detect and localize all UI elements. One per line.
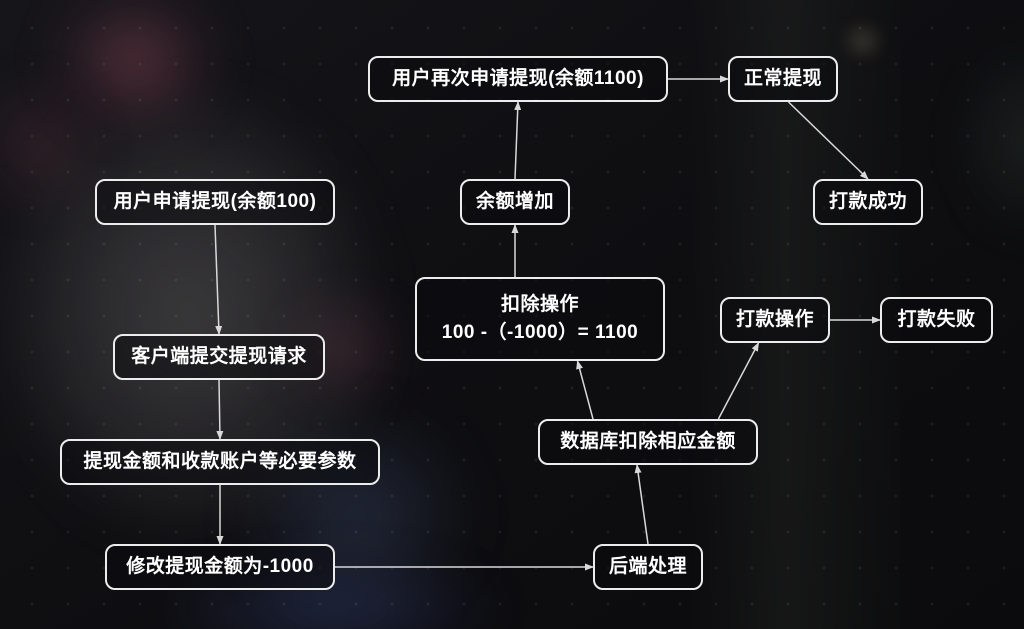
flow-node-payment-success: 打款成功 [813,179,923,225]
flow-node-params: 提现金额和收款账户等必要参数 [60,439,380,485]
flow-edge-db-deduct-to-payment-op [717,342,760,420]
flow-node-client-submit: 客户端提交提现请求 [113,334,325,380]
flow-node-apply-100: 用户申请提现(余额100) [95,179,335,225]
flow-edge-backend-to-db-deduct [634,464,649,545]
flow-node-balance-increase: 余额增加 [460,179,570,225]
flow-edge-apply-100-to-client-submit [214,224,223,335]
flow-node-deduct-op: 扣除操作 100 -（-1000）= 1100 [415,277,665,361]
flow-node-apply-1100: 用户再次申请提现(余额1100) [368,56,668,102]
flow-node-normal-withdraw: 正常提现 [728,56,838,102]
flow-node-modify-amount: 修改提现金额为-1000 [105,544,335,590]
flow-edge-client-submit-to-params [216,379,224,440]
flow-node-backend: 后端处理 [593,544,703,590]
flow-edge-normal-withdraw-to-payment-success [787,101,869,180]
flow-node-payment-op: 打款操作 [720,297,830,343]
flow-node-payment-fail: 打款失败 [880,297,993,343]
flow-edge-db-deduct-to-deduct-op [576,360,594,420]
flow-node-db-deduct: 数据库扣除相应金额 [538,419,758,465]
flow-edge-balance-increase-to-apply-1100 [514,101,522,180]
